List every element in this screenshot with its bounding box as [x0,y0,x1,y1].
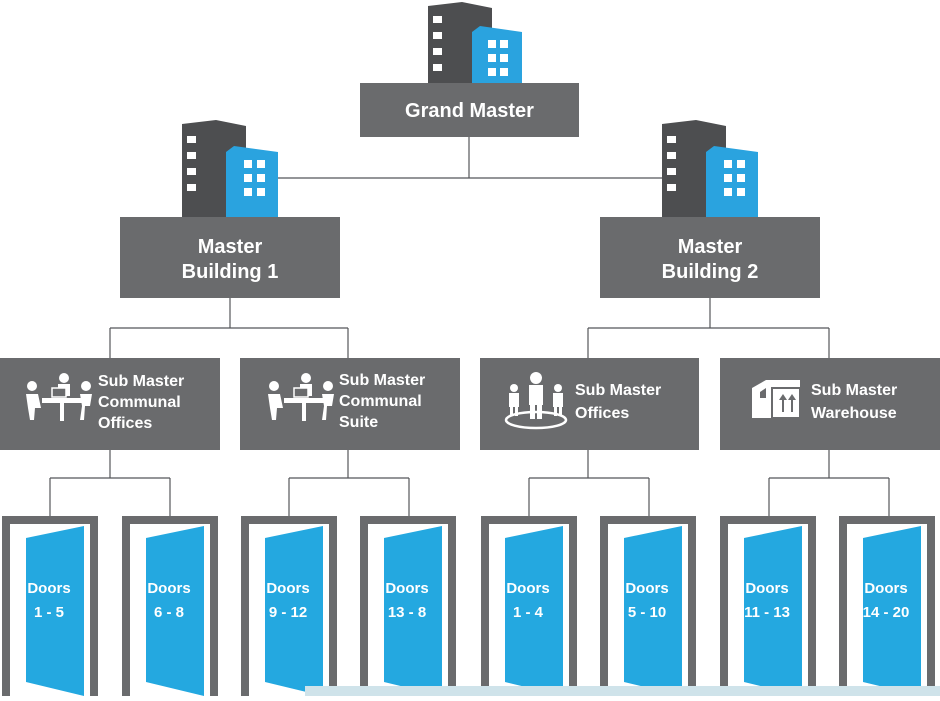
door-range: 6 - 8 [154,604,184,621]
door-panel [26,526,84,696]
sub-master-label-line: Warehouse [811,405,897,422]
bottom-bar [305,686,940,696]
door-icon: Doors 9 - 12 [241,516,337,696]
door-panel [863,526,921,696]
master-box-building-1: Master Building 1 [120,217,340,298]
door-icon: Doors 13 - 8 [360,516,456,696]
building-icon [182,120,278,218]
master-label-line: Master [198,236,263,258]
sub-master-box-communal-suite: Sub Master Communal Suite [240,358,460,450]
door-icon: Doors 1 - 4 [481,516,577,696]
master-label-line: Building 1 [182,261,279,283]
door-label: Doors [745,580,788,597]
master-label-line: Building 2 [662,261,759,283]
door-panel [505,526,563,696]
door-icon: Doors 14 - 20 [839,516,935,696]
sub-master-label-line: Suite [339,414,378,431]
sub-master-label-line: Communal [98,394,181,411]
sub-master-box-offices: Sub Master Offices [480,358,699,450]
grand-master-label: Grand Master [405,100,534,122]
door-range: 1 - 5 [34,604,64,621]
sub-master-label-line: Sub Master [339,372,425,389]
door-label: Doors [506,580,549,597]
master-label-line: Master [678,236,743,258]
door-label: Doors [147,580,190,597]
door-icon: Doors 1 - 5 [2,516,98,696]
sub-master-label-line: Sub Master [811,382,897,399]
sub-master-label-line: Communal [339,393,422,410]
door-label: Doors [625,580,668,597]
door-panel [744,526,802,696]
sub-master-box-communal-offices: Sub Master Communal Offices [0,358,220,450]
building-icon [428,2,522,86]
team-people-icon [504,372,568,430]
meeting-people-icon [26,373,92,421]
door-label: Doors [27,580,70,597]
meeting-people-icon [268,373,334,421]
doors-layer: Doors 1 - 5 Doors 6 - 8 Doors 9 - 12 Doors 13 -… [2,516,935,696]
door-label: Doors [266,580,309,597]
door-range: 13 - 8 [388,604,426,621]
door-range: 1 - 4 [513,604,544,621]
door-panel [146,526,204,696]
sub-master-label-line: Offices [98,415,152,432]
door-icon: Doors 11 - 13 [720,516,816,696]
door-label: Doors [385,580,428,597]
sub-master-box-warehouse: Sub Master Warehouse [720,358,940,450]
door-panel [384,526,442,696]
building-icon [662,120,758,218]
door-range: 14 - 20 [863,604,910,621]
door-panel [265,526,323,696]
sub-master-label-line: Offices [575,405,629,422]
door-range: 11 - 13 [744,604,790,621]
door-panel [624,526,682,696]
sub-master-label-line: Sub Master [575,382,661,399]
door-icon: Doors 5 - 10 [600,516,696,696]
sub-master-label-line: Sub Master [98,373,184,390]
door-icon: Doors 6 - 8 [122,516,218,696]
master-box-building-2: Master Building 2 [600,217,820,298]
door-range: 5 - 10 [628,604,666,621]
door-range: 9 - 12 [269,604,307,621]
connector-lines [49,137,890,516]
door-label: Doors [864,580,907,597]
grand-master-box: Grand Master [360,83,579,137]
warehouse-box-icon [752,380,801,419]
